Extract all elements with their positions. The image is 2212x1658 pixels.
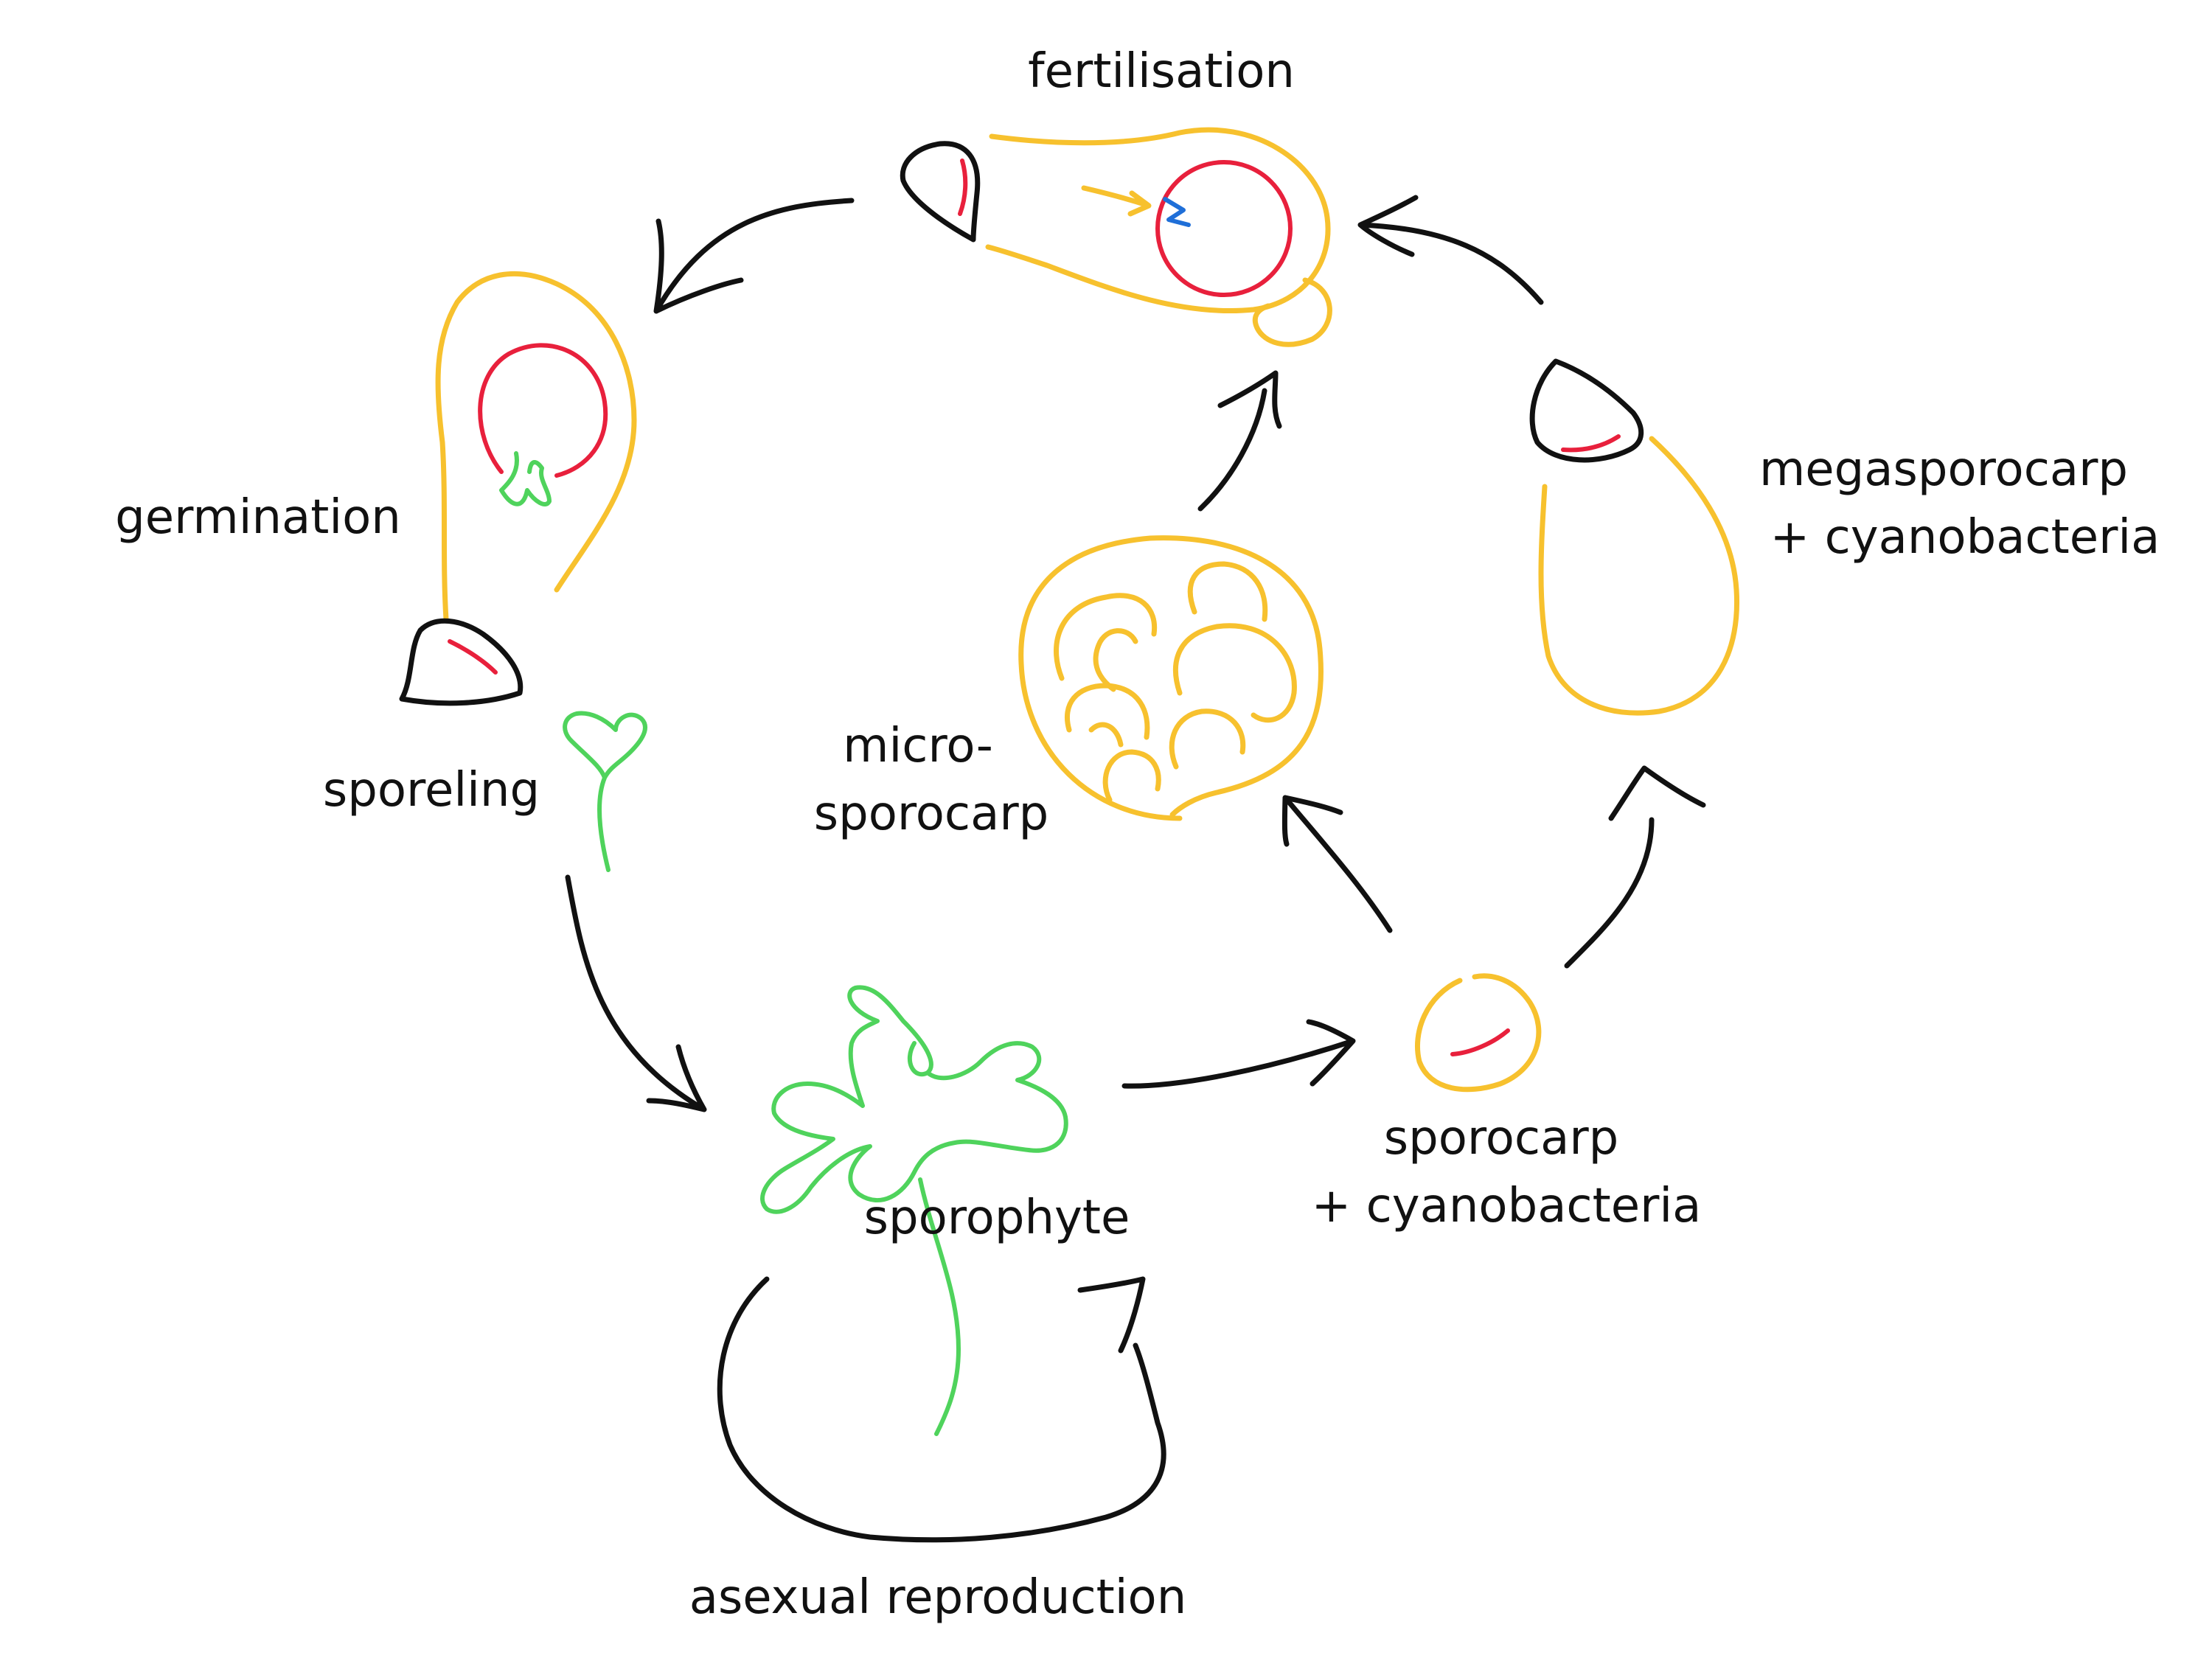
label-mega-line2: + cyanobacteria — [1770, 510, 2160, 565]
germinating-spore-wall — [478, 343, 608, 478]
label-germination: germination — [115, 490, 401, 545]
germinating-body — [435, 271, 637, 622]
sporeling-plant — [563, 711, 647, 872]
massula-3 — [1172, 623, 1297, 723]
massula-2 — [1187, 561, 1268, 622]
label-asexual-reproduction: asexual reproduction — [689, 1570, 1187, 1625]
sporocarp-content — [1450, 1028, 1510, 1056]
label-micro-line1: micro- — [843, 719, 993, 773]
megaspore-content-germination — [448, 639, 498, 675]
microsporocarp-illustration — [1018, 535, 1324, 821]
arrow-sporophyte-to-sporocarp — [1121, 1019, 1356, 1089]
arrow-sporocarp-to-megasporocarp — [1564, 765, 1706, 969]
megaspore-shell-fertilisation — [900, 141, 981, 243]
sporocarp-wall — [1414, 973, 1542, 1093]
microsporocarp-wall — [1018, 535, 1324, 821]
massula-5 — [1169, 708, 1246, 770]
egg-cell — [1155, 160, 1293, 297]
sporophyte-root — [918, 1177, 961, 1436]
arrow-sporocarp-to-microsporocarp — [1281, 795, 1393, 933]
fertilisation-illustration — [900, 127, 1332, 347]
label-sporocarp-line2: + cyanobacteria — [1312, 1179, 1702, 1233]
label-mega-line1: megasporocarp — [1759, 442, 2128, 497]
massula-1 — [1054, 593, 1158, 692]
megasporocarp-wall — [1538, 436, 1740, 716]
megaspore-shell-megasporocarp — [1529, 358, 1644, 463]
label-sporophyte: sporophyte — [864, 1191, 1130, 1245]
sporophyte-frond — [760, 985, 1068, 1214]
label-sporocarp-line1: sporocarp — [1384, 1111, 1619, 1166]
megagametophyte-body — [985, 127, 1331, 314]
cycle-arrows — [565, 195, 1706, 1543]
arrow-asexual-reproduction — [717, 1276, 1166, 1543]
megaspore-shell-germination — [399, 618, 524, 706]
megaspore-content-fertilisation — [958, 159, 968, 216]
arrow-sporeling-to-sporophyte — [565, 874, 707, 1112]
megasporocarp-illustration — [1529, 358, 1740, 716]
label-micro-line2: sporocarp — [814, 787, 1049, 841]
sporocarp-illustration — [1414, 973, 1542, 1093]
sperm-direction-arrow — [1081, 185, 1152, 217]
megaspore-content-megasporocarp — [1561, 434, 1621, 453]
massula-6 — [1102, 749, 1161, 803]
arrow-fertilisation-to-germination — [653, 198, 855, 314]
label-sporeling: sporeling — [323, 763, 540, 818]
sperm-cell — [1163, 197, 1191, 227]
arrow-megasporocarp-to-fertilisation — [1357, 195, 1544, 305]
massula-4 — [1064, 683, 1150, 748]
sporophyte-illustration — [760, 985, 1068, 1436]
germination-illustration — [399, 271, 637, 706]
sporeling-illustration — [563, 711, 647, 872]
archegonium-bulge — [1252, 277, 1332, 347]
arrow-microsporocarp-to-fertilisation — [1197, 370, 1282, 512]
label-fertilisation: fertilisation — [1028, 44, 1295, 99]
germinating-embryo — [499, 451, 552, 506]
